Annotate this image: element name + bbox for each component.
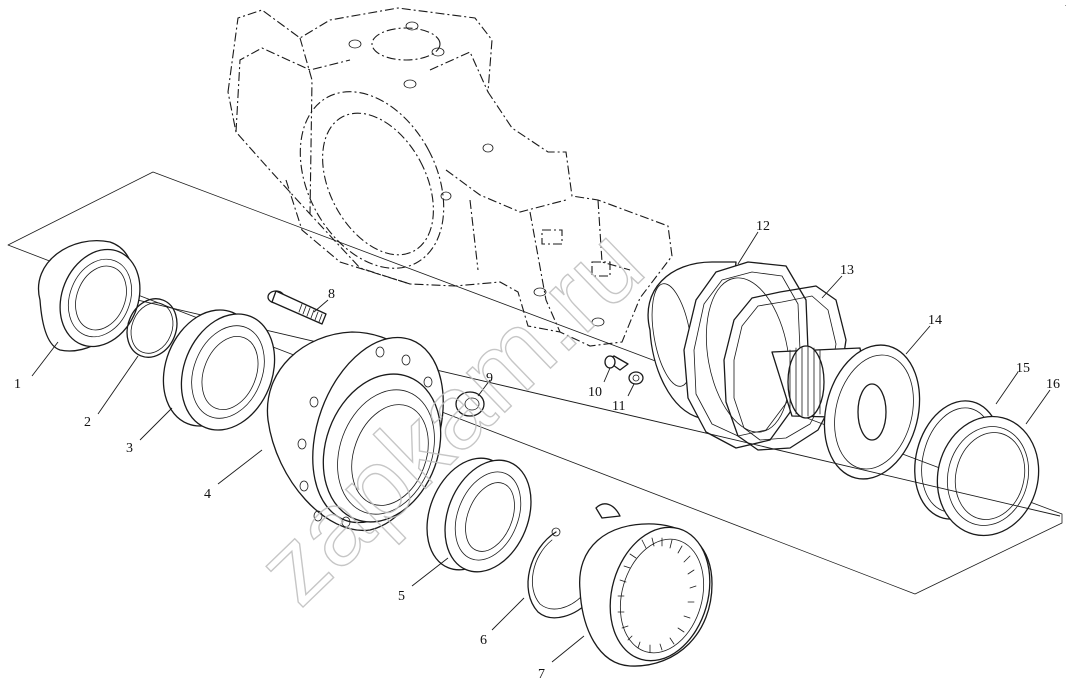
callout-12: 12 (756, 219, 770, 234)
callout-8: 8 (328, 287, 335, 302)
callout-4: 4 (204, 487, 211, 502)
ground-plane-outline (7, 171, 1063, 595)
part-2-snap-ring (126, 298, 178, 358)
part-9-nut (455, 391, 485, 417)
callout-1: 1 (14, 377, 21, 392)
part-3-bearing (162, 309, 276, 431)
callout-9: 9 (486, 371, 493, 386)
callout-13: 13 (840, 263, 854, 278)
callout-6: 6 (480, 633, 487, 648)
part-14-disc (823, 344, 921, 480)
leader-lines (31, 231, 1051, 663)
part-11-nut (628, 371, 644, 385)
callout-5: 5 (398, 589, 405, 604)
part-16-ring (936, 415, 1040, 537)
part-10-bolt (604, 355, 629, 371)
part-6-circlip (527, 527, 591, 619)
callout-7: 7 (538, 667, 545, 682)
callout-2: 2 (84, 415, 91, 430)
callout-11: 11 (612, 399, 625, 414)
corner-mark: · (1064, 0, 1067, 10)
part-5-bearing (426, 457, 532, 573)
part-12-carrier (647, 261, 809, 449)
callout-labels: 1 2 3 4 5 6 7 8 9 10 11 12 13 14 15 16 (14, 219, 1060, 682)
part-8-bolt (267, 290, 327, 325)
callout-14: 14 (928, 313, 942, 328)
callout-15: 15 (1016, 361, 1030, 376)
callout-10: 10 (588, 385, 602, 400)
part-1-seal (37, 240, 141, 352)
callout-16: 16 (1046, 377, 1060, 392)
axle-housing (227, 7, 673, 347)
part-7-ring-gear (579, 503, 713, 667)
callout-3: 3 (126, 441, 133, 456)
part-4-hub (266, 331, 444, 532)
